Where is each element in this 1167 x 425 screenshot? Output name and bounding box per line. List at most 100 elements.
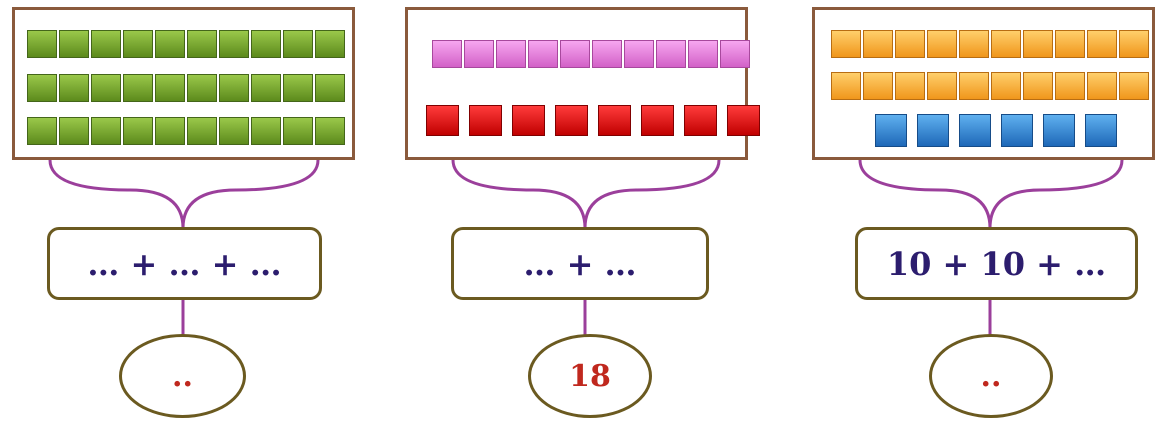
block-unit (251, 74, 281, 102)
block-row (27, 74, 347, 102)
block-unit (283, 30, 313, 58)
answer-text: 18 (569, 359, 611, 394)
equation-box[interactable]: 10 + 10 + … (855, 227, 1138, 300)
equation-text: … + … + … (87, 245, 281, 283)
block-unit (1119, 30, 1149, 58)
exercise-panel-3: 10 + 10 + … .. (800, 0, 1167, 425)
blocks-box (405, 7, 748, 160)
block-row (426, 105, 770, 136)
block-unit (875, 114, 907, 147)
block-row (27, 30, 347, 58)
blocks-box (12, 7, 355, 160)
answer-text: .. (981, 359, 1002, 394)
block-unit (927, 72, 957, 100)
block-unit (1085, 114, 1117, 147)
block-unit (59, 117, 89, 145)
block-unit (959, 72, 989, 100)
block-unit (315, 30, 345, 58)
block-unit (469, 105, 502, 136)
block-unit (959, 114, 991, 147)
block-unit (187, 117, 217, 145)
block-unit (251, 117, 281, 145)
block-unit (27, 30, 57, 58)
block-unit (895, 72, 925, 100)
answer-text: .. (172, 359, 193, 394)
block-unit (917, 114, 949, 147)
block-unit (592, 40, 622, 68)
block-unit (219, 74, 249, 102)
block-unit (863, 30, 893, 58)
block-unit (123, 74, 153, 102)
block-unit (641, 105, 674, 136)
block-unit (720, 40, 750, 68)
block-unit (1055, 30, 1085, 58)
block-unit (1087, 72, 1117, 100)
block-unit (219, 117, 249, 145)
block-row (432, 40, 752, 68)
block-unit (123, 30, 153, 58)
equation-box[interactable]: … + … + … (47, 227, 322, 300)
answer-oval[interactable]: .. (929, 334, 1053, 418)
block-unit (1023, 30, 1053, 58)
block-unit (1001, 114, 1033, 147)
block-unit (251, 30, 281, 58)
block-unit (27, 74, 57, 102)
block-unit (512, 105, 545, 136)
block-unit (656, 40, 686, 68)
block-row (831, 30, 1151, 58)
block-unit (283, 117, 313, 145)
block-unit (155, 117, 185, 145)
block-unit (727, 105, 760, 136)
block-unit (959, 30, 989, 58)
block-unit (624, 40, 654, 68)
block-unit (598, 105, 631, 136)
block-unit (688, 40, 718, 68)
block-unit (59, 30, 89, 58)
block-unit (991, 30, 1021, 58)
block-unit (528, 40, 558, 68)
block-unit (684, 105, 717, 136)
block-unit (315, 74, 345, 102)
block-unit (155, 74, 185, 102)
block-unit (831, 30, 861, 58)
equation-text: 10 + 10 + … (887, 245, 1106, 283)
block-unit (895, 30, 925, 58)
block-unit (991, 72, 1021, 100)
block-unit (496, 40, 526, 68)
block-unit (91, 117, 121, 145)
exercise-panel-1: … + … + … .. (0, 0, 390, 425)
block-unit (315, 117, 345, 145)
block-unit (187, 74, 217, 102)
block-unit (155, 30, 185, 58)
block-unit (283, 74, 313, 102)
block-row (831, 72, 1151, 100)
equation-box[interactable]: … + … (451, 227, 709, 300)
block-unit (187, 30, 217, 58)
block-unit (432, 40, 462, 68)
answer-oval[interactable]: .. (119, 334, 246, 418)
block-unit (1055, 72, 1085, 100)
block-unit (91, 30, 121, 58)
block-unit (123, 117, 153, 145)
answer-oval[interactable]: 18 (528, 334, 652, 418)
block-unit (560, 40, 590, 68)
exercise-panel-2: … + … 18 (393, 0, 783, 425)
block-unit (1119, 72, 1149, 100)
block-unit (91, 74, 121, 102)
block-unit (1087, 30, 1117, 58)
block-unit (1023, 72, 1053, 100)
block-unit (464, 40, 494, 68)
equation-text: … + … (523, 245, 636, 283)
block-unit (1043, 114, 1075, 147)
block-unit (426, 105, 459, 136)
block-row (875, 114, 1127, 147)
block-row (27, 117, 347, 145)
block-unit (27, 117, 57, 145)
blocks-box (812, 7, 1155, 160)
block-unit (219, 30, 249, 58)
block-unit (927, 30, 957, 58)
block-unit (831, 72, 861, 100)
block-unit (555, 105, 588, 136)
block-unit (863, 72, 893, 100)
block-unit (59, 74, 89, 102)
